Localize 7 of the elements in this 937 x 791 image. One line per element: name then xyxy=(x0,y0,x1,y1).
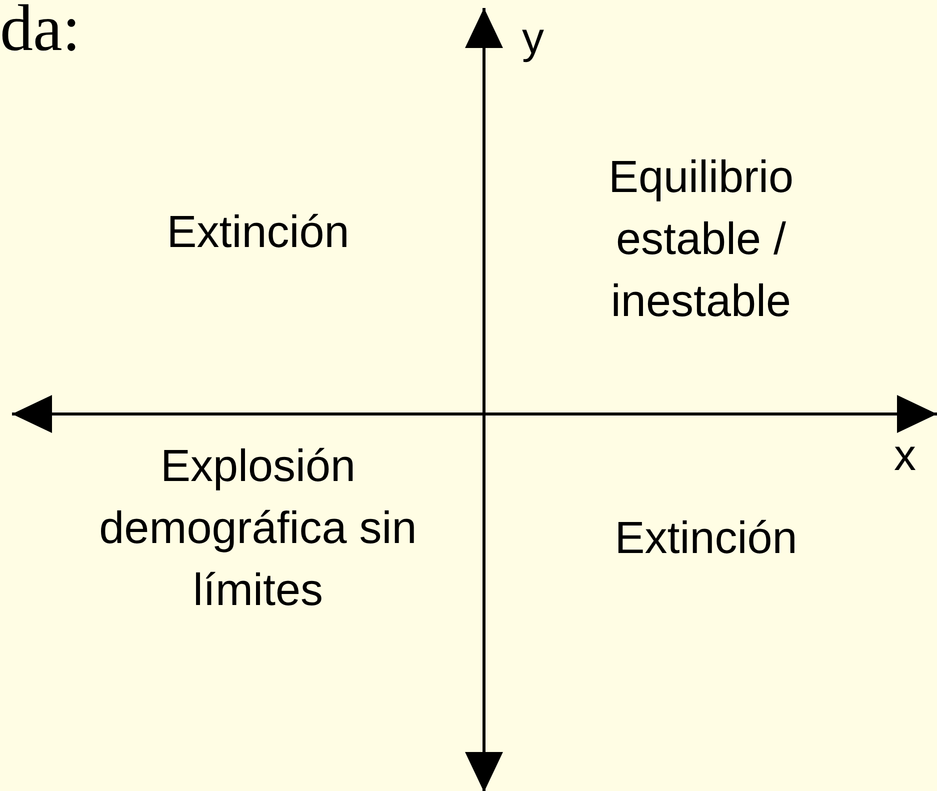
region-label: Explosión demográfica sin límites xyxy=(98,439,418,617)
region-label: Extinción xyxy=(614,511,798,565)
heading-text: da: xyxy=(0,0,82,60)
axis-label: y xyxy=(521,13,545,65)
region-label: Equilibrio estable / inestable xyxy=(607,150,795,328)
region-label: Extinción xyxy=(166,205,350,259)
axis-label: x xyxy=(893,430,917,482)
